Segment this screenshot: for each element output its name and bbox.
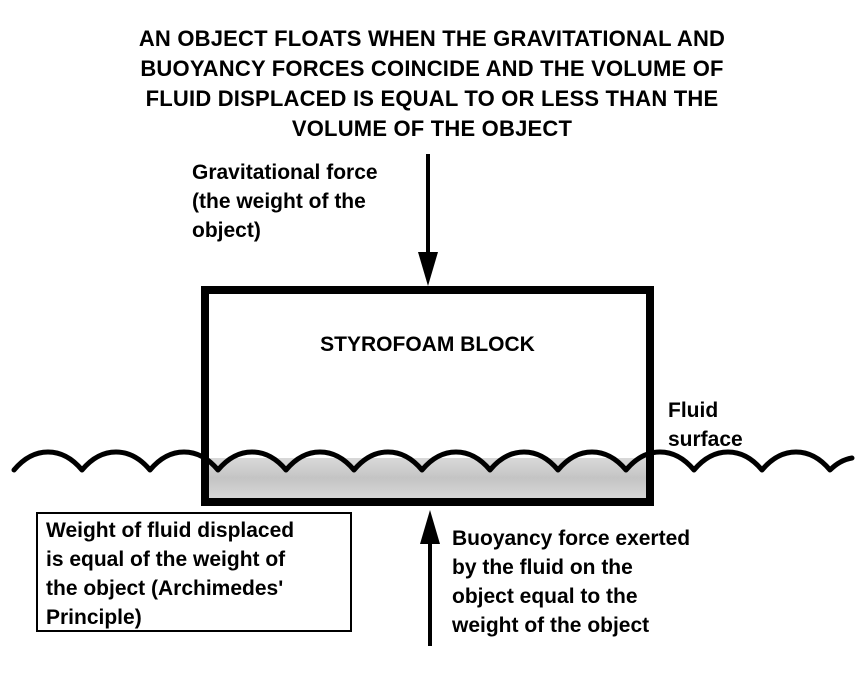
label-line: weight of the object xyxy=(452,614,650,637)
label-line: the object (Archimedes' xyxy=(46,577,284,600)
label-line: is equal of the weight of xyxy=(46,548,286,571)
label-line: object equal to the xyxy=(452,585,638,608)
buoyancy-arrowhead-icon xyxy=(420,510,440,544)
title-line: VOLUME OF THE OBJECT xyxy=(291,116,573,141)
label-line: by the fluid on the xyxy=(452,556,633,579)
fluid-displaced-box: Weight of fluid displaced is equal of th… xyxy=(36,512,352,632)
label-line: Fluid xyxy=(668,399,719,422)
label-line: Gravitational force xyxy=(192,161,378,184)
label-line: Buoyancy force exerted xyxy=(452,527,691,550)
label-line: object) xyxy=(192,219,261,242)
gravitational-force-label: Gravitational force (the weight of the o… xyxy=(192,158,378,245)
label-line: surface xyxy=(668,428,743,451)
label-line: Principle) xyxy=(46,606,142,629)
diagram-title: AN OBJECT FLOATS WHEN THE GRAVITATIONAL … xyxy=(60,24,804,144)
label-line: (the weight of the xyxy=(192,190,366,213)
styrofoam-block-label: STYROFOAM BLOCK xyxy=(320,333,535,356)
title-line: BUOYANCY FORCES COINCIDE AND THE VOLUME … xyxy=(140,56,724,81)
label-line: Weight of fluid displaced xyxy=(46,519,295,542)
buoyancy-force-label: Buoyancy force exerted by the fluid on t… xyxy=(452,524,690,640)
fluid-surface-label: Fluid surface xyxy=(668,396,743,454)
fluid-surface-waves xyxy=(11,449,855,473)
title-line: FLUID DISPLACED IS EQUAL TO OR LESS THAN… xyxy=(145,86,719,111)
styrofoam-block xyxy=(201,286,654,506)
title-line: AN OBJECT FLOATS WHEN THE GRAVITATIONAL … xyxy=(138,26,726,51)
gravitational-arrowhead-icon xyxy=(418,252,438,286)
